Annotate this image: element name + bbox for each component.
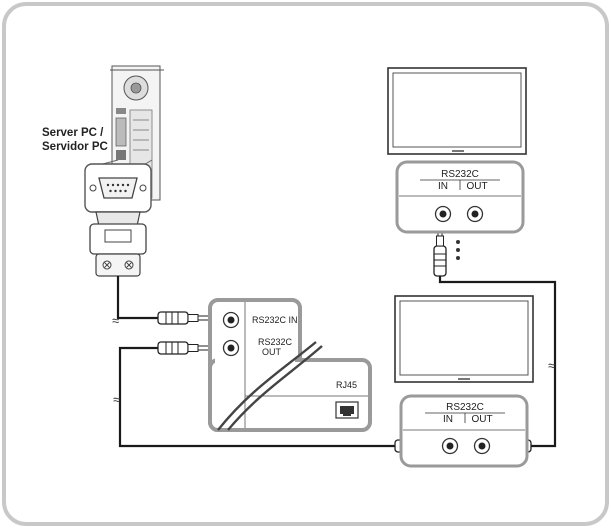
- module-rs232c-in-label: RS232C IN: [252, 315, 298, 325]
- bottom-display-out-label: OUT: [471, 414, 492, 425]
- cable-break-2: ≈: [113, 392, 120, 407]
- bottom-display: [394, 295, 534, 383]
- network-module: [208, 298, 372, 432]
- server-pc-label-1: Server PC /: [42, 127, 104, 139]
- module-rs232c-out-label-1: RS232C: [258, 337, 293, 347]
- cable-break-1: ≈: [112, 313, 119, 328]
- cables: [116, 272, 557, 448]
- dsub-adapter: [89, 211, 147, 277]
- plug-module-in: [157, 311, 213, 325]
- top-display-rs232c-panel: [395, 160, 525, 234]
- top-display-panel-title: RS232C: [441, 169, 479, 180]
- serial-port-callout: [84, 159, 153, 213]
- bottom-display-in-label: IN: [443, 414, 453, 425]
- server-pc-label-2: Servidor PC: [42, 141, 108, 153]
- top-display: [387, 67, 527, 155]
- top-display-out-label: OUT: [466, 181, 487, 192]
- cable-break-3: ≈: [548, 358, 555, 373]
- daisy-chain-dots: [456, 240, 460, 260]
- top-display-in-label: IN: [438, 181, 448, 192]
- module-rs232c-out-label-2: OUT: [262, 347, 282, 357]
- bottom-display-panel-title: RS232C: [446, 402, 484, 413]
- module-rj45-label: RJ45: [336, 380, 357, 390]
- bottom-display-rs232c-panel: [399, 394, 529, 468]
